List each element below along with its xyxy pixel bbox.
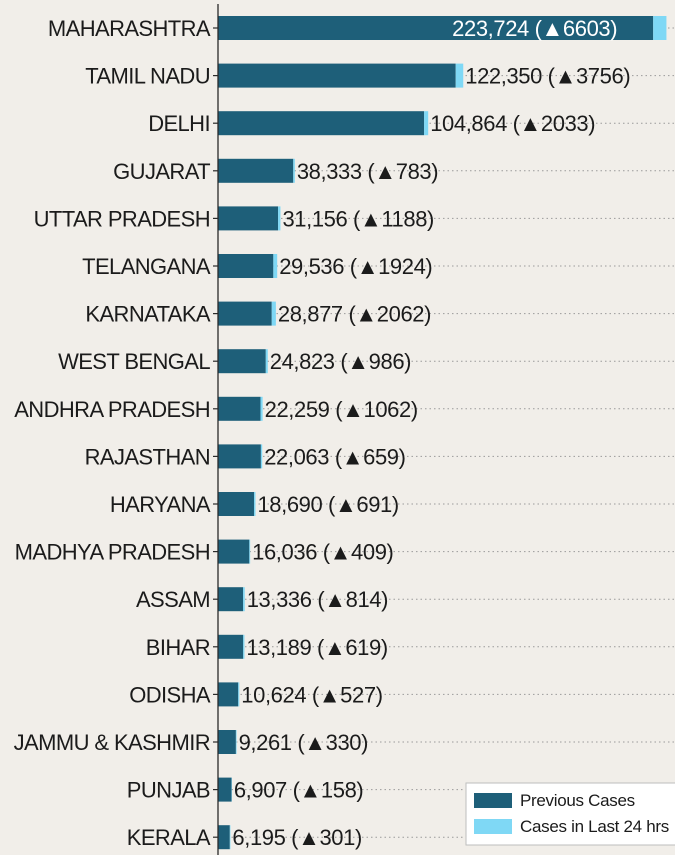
bar-previous-cases	[218, 777, 232, 802]
bar-previous-cases	[218, 539, 250, 564]
value-label: 22,063 (▲659)	[264, 444, 405, 469]
bar-previous-cases	[218, 444, 261, 469]
bar-cases-last-24h	[293, 158, 295, 183]
bar-previous-cases	[218, 682, 239, 707]
category-label: WEST BENGAL	[58, 349, 210, 374]
value-label: 18,690 (▲691)	[257, 492, 398, 517]
bar-previous-cases	[218, 301, 272, 326]
bar-previous-cases	[218, 730, 236, 754]
legend-label: Previous Cases	[520, 791, 635, 810]
category-label: UTTAR PRADESH	[34, 206, 210, 231]
value-label: 122,350 (▲3756)	[465, 64, 630, 89]
bar-previous-cases	[218, 396, 261, 421]
bar-previous-cases	[218, 16, 654, 40]
category-label: BIHAR	[146, 635, 210, 660]
category-label: KERALA	[127, 825, 211, 850]
value-label: 38,333 (▲783)	[297, 159, 438, 184]
category-label: GUJARAT	[113, 159, 210, 184]
bar-cases-last-24h	[271, 301, 276, 326]
value-label: 223,724 (▲6603)	[452, 16, 617, 41]
value-label: 29,536 (▲1924)	[279, 254, 432, 279]
bar-cases-last-24h	[260, 444, 263, 469]
value-label: 22,259 (▲1062)	[265, 397, 418, 422]
bar-cases-last-24h	[260, 396, 263, 421]
value-label: 13,189 (▲619)	[246, 635, 387, 660]
bar-cases-last-24h	[243, 587, 245, 612]
legend-label: Cases in Last 24 hrs	[520, 817, 669, 836]
bar-cases-last-24h	[455, 63, 464, 88]
bar-cases-last-24h	[273, 254, 278, 278]
bar-previous-cases	[218, 492, 255, 516]
bar-cases-last-24h	[278, 206, 281, 231]
category-label: HARYANA	[110, 492, 211, 517]
value-label: 10,624 (▲527)	[241, 682, 382, 707]
category-label: DELHI	[148, 111, 210, 136]
category-label: TELANGANA	[82, 254, 211, 279]
bar-cases-last-24h	[235, 730, 237, 754]
legend-swatch	[474, 793, 512, 808]
category-label: MADHYA PRADESH	[15, 540, 210, 565]
bar-cases-last-24h	[653, 16, 667, 40]
bar-cases-last-24h	[238, 682, 240, 707]
bar-previous-cases	[218, 111, 425, 136]
value-label: 28,877 (▲2062)	[278, 302, 431, 327]
legend-swatch	[474, 819, 512, 834]
bar-cases-last-24h	[243, 634, 245, 659]
grid-layer	[213, 27, 675, 838]
bar-cases-last-24h	[254, 492, 256, 516]
bar-cases-last-24h	[265, 349, 268, 374]
value-label: 104,864 (▲2033)	[430, 111, 595, 136]
bar-previous-cases	[218, 63, 456, 88]
bar-cases-last-24h	[249, 539, 251, 564]
bar-cases-last-24h	[424, 111, 429, 136]
value-label: 6,907 (▲158)	[234, 778, 364, 803]
category-label: PUNJAB	[127, 778, 210, 803]
value-label: 31,156 (▲1188)	[282, 206, 434, 231]
category-label: KARNATAKA	[85, 302, 211, 327]
bar-previous-cases	[218, 587, 244, 612]
value-label: 16,036 (▲409)	[252, 540, 393, 565]
value-label: 24,823 (▲986)	[270, 349, 411, 374]
bar-previous-cases	[218, 825, 230, 850]
category-label: ANDHRA PRADESH	[14, 397, 210, 422]
bar-previous-cases	[218, 158, 294, 183]
category-label: MAHARASHTRA	[48, 16, 211, 41]
bar-previous-cases	[218, 254, 274, 278]
labels-layer: MAHARASHTRA 223,724 (▲6603) TAMIL NADU 122,…	[14, 16, 631, 850]
bar-cases-last-24h	[229, 825, 231, 850]
category-label: ODISHA	[129, 682, 211, 707]
bar-previous-cases	[218, 349, 266, 374]
category-label: ASSAM	[136, 587, 210, 612]
bars-layer	[218, 16, 667, 850]
value-label: 13,336 (▲814)	[247, 587, 388, 612]
category-label: JAMMU & KASHMIR	[14, 730, 210, 755]
category-label: TAMIL NADU	[85, 64, 210, 89]
bar-previous-cases	[218, 634, 244, 659]
value-label: 6,195 (▲301)	[232, 825, 362, 850]
bar-previous-cases	[218, 206, 279, 231]
category-label: RAJASTHAN	[85, 444, 210, 469]
value-label: 9,261 (▲330)	[239, 730, 369, 755]
